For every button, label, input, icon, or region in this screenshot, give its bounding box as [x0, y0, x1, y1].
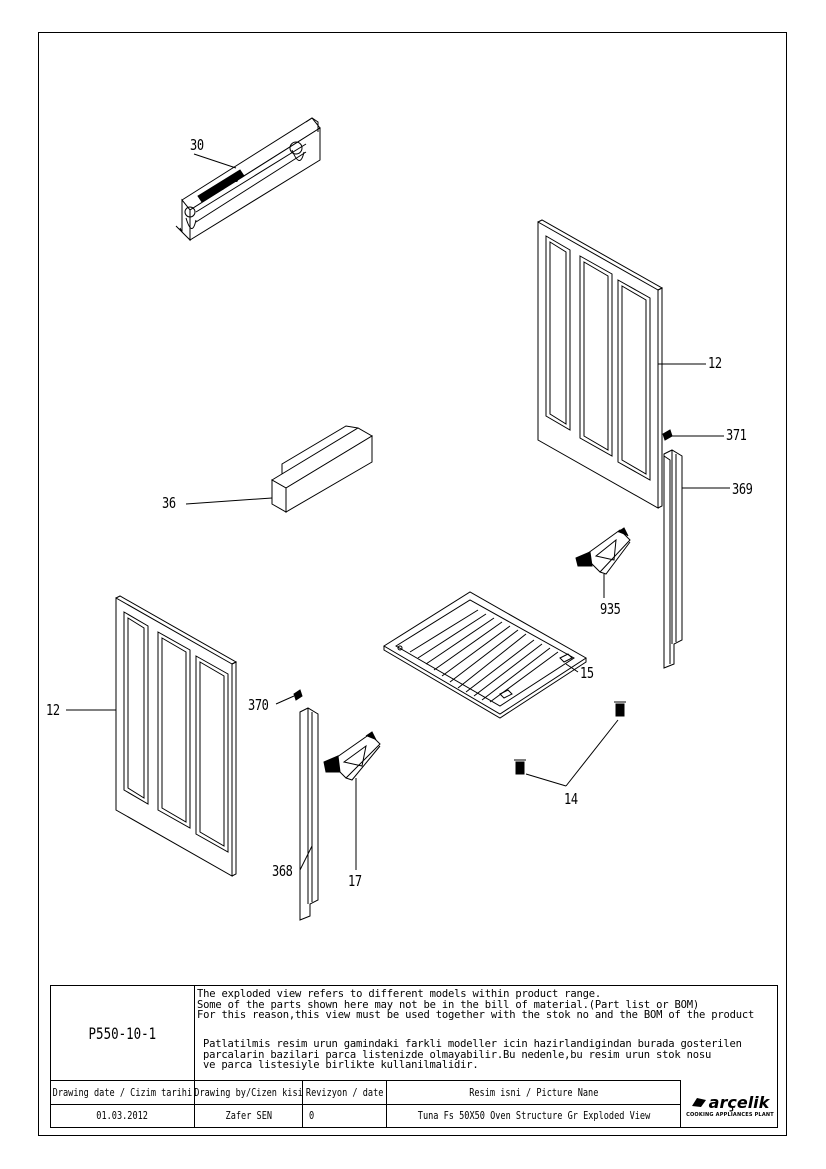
value-drawn-by: Zafer SEN: [195, 1104, 303, 1127]
notes-tr: Patlatilmis resim urun gamindaki farkli …: [203, 1039, 773, 1079]
note-en-line-3: For this reason,this view must be used t…: [197, 1009, 755, 1021]
callout-17: 17: [348, 872, 362, 890]
value-revision: 0: [303, 1104, 387, 1127]
part-12-left-side-panel: [115, 595, 238, 877]
part-935-bracket: [575, 527, 631, 575]
callout-369: 369: [732, 480, 753, 498]
note-tr-line-3: ve parca listesiyle birlikte kullanilmal…: [203, 1059, 479, 1071]
callout-370: 370: [248, 696, 269, 714]
part-368-rail: [299, 707, 319, 921]
callout-935: 935: [600, 600, 621, 618]
header-drawing-date: Drawing date / Cizim tarihi: [51, 1080, 195, 1104]
logo-text: arçelik: [708, 1092, 770, 1112]
part-17-bracket: [323, 731, 381, 781]
drawing-code-cell: P550-10-1: [51, 986, 195, 1080]
callout-14: 14: [564, 790, 578, 808]
logo-mark-icon: [691, 1098, 706, 1107]
leader-370: [275, 695, 295, 705]
header-drawn-by: Drawing by/Cizen kisi: [195, 1080, 303, 1104]
arcelik-logo: arçelik COOKING APPLIANCES PLANT: [683, 1084, 777, 1126]
tb-rule-1: [51, 1080, 681, 1081]
part-14-foot-left: [514, 759, 526, 775]
leader-30: [193, 153, 237, 169]
value-drawing-date: 01.03.2012: [51, 1104, 195, 1127]
note-tr-line-1: Patlatilmis resim urun gamindaki farkli …: [203, 1039, 742, 1050]
tb-rule-2: [51, 1104, 681, 1105]
callout-12-left: 12: [46, 701, 60, 719]
part-370-clip: [293, 689, 303, 701]
callout-15: 15: [580, 664, 594, 682]
logo-subtext: COOKING APPLIANCES PLANT: [686, 1111, 774, 1118]
part-15-grill-rack: [383, 591, 587, 719]
leader-14-b: [525, 773, 567, 787]
callout-368: 368: [272, 862, 293, 880]
header-revision: Revizyon / date: [303, 1080, 387, 1104]
header-picture-name: Resim isni / Picture Nane: [387, 1080, 681, 1104]
callout-12-right: 12: [708, 354, 722, 372]
note-en-line-2: Some of the parts shown here may not be …: [197, 998, 699, 1011]
part-371-clip: [662, 429, 673, 441]
part-14-foot-right: [614, 701, 626, 717]
part-12-right-side-panel: [537, 219, 664, 509]
callout-371: 371: [726, 426, 747, 444]
leader-15: [565, 663, 579, 673]
leader-36: [185, 497, 273, 505]
note-en-line-1: The exploded view refers to different mo…: [197, 989, 602, 1000]
part-36-block: [271, 425, 373, 513]
title-block: P550-10-1 The exploded view refers to di…: [50, 985, 778, 1128]
note-tr-line-2: parcalarin bazilari parca listenizde olm…: [203, 1048, 712, 1061]
drawing-code: P550-10-1: [88, 1023, 157, 1043]
leader-368: [299, 845, 313, 871]
callout-30: 30: [190, 136, 204, 154]
notes-en: The exploded view refers to different mo…: [197, 989, 787, 1029]
part-369-rail: [663, 449, 683, 669]
leader-14-a: [565, 719, 619, 787]
value-picture-name: Tuna Fs 50X50 Oven Structure Gr Exploded…: [387, 1104, 681, 1127]
part-30-rail-bracket: [175, 117, 321, 242]
callout-36: 36: [162, 494, 176, 512]
drawing-frame: [38, 32, 787, 1136]
